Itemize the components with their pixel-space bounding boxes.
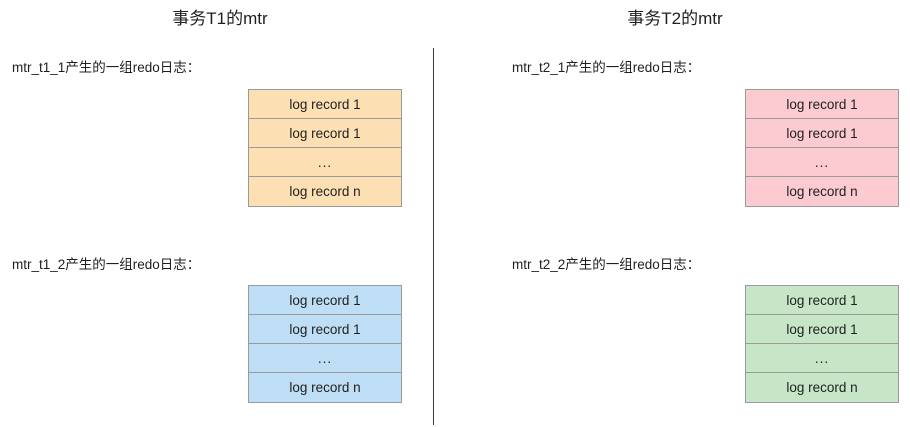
log-record-row: log record n bbox=[289, 380, 361, 395]
log-record-row: log record 1 bbox=[746, 286, 898, 315]
log-record-stack-mtr-t2-2: log record 1 log record 1 ... log record… bbox=[745, 285, 899, 403]
group-caption-mtr-t1-1: mtr_t1_1产生的一组redo日志： bbox=[12, 60, 201, 75]
log-record-row: log record 1 bbox=[249, 90, 401, 119]
column-title-t2: 事务T2的mtr bbox=[627, 9, 723, 28]
group-caption-mtr-t2-2: mtr_t2_2产生的一组redo日志： bbox=[512, 257, 701, 272]
column-title-t1: 事务T1的mtr bbox=[172, 9, 268, 28]
log-record-row: log record 1 bbox=[746, 90, 898, 119]
log-record-stack-mtr-t2-1: log record 1 log record 1 ... log record… bbox=[745, 89, 899, 207]
center-divider bbox=[433, 48, 434, 425]
log-record-row: log record 1 bbox=[249, 315, 401, 344]
log-record-row: log record n bbox=[786, 184, 858, 199]
log-record-row-ellipsis: ... bbox=[746, 148, 898, 177]
group-caption-mtr-t2-1: mtr_t2_1产生的一组redo日志： bbox=[512, 60, 701, 75]
log-record-row: log record n bbox=[289, 184, 361, 199]
log-record-row-ellipsis: ... bbox=[746, 344, 898, 373]
log-record-row-ellipsis: ... bbox=[249, 344, 401, 373]
log-record-row: log record 1 bbox=[746, 119, 898, 148]
log-record-stack-mtr-t1-2: log record 1 log record 1 ... log record… bbox=[248, 285, 402, 403]
group-caption-mtr-t1-2: mtr_t1_2产生的一组redo日志： bbox=[12, 257, 201, 272]
log-record-row: log record n bbox=[786, 380, 858, 395]
log-record-stack-mtr-t1-1: log record 1 log record 1 ... log record… bbox=[248, 89, 402, 207]
log-record-row: log record 1 bbox=[249, 286, 401, 315]
log-record-row: log record 1 bbox=[249, 119, 401, 148]
log-record-row-ellipsis: ... bbox=[249, 148, 401, 177]
log-record-row: log record 1 bbox=[746, 315, 898, 344]
